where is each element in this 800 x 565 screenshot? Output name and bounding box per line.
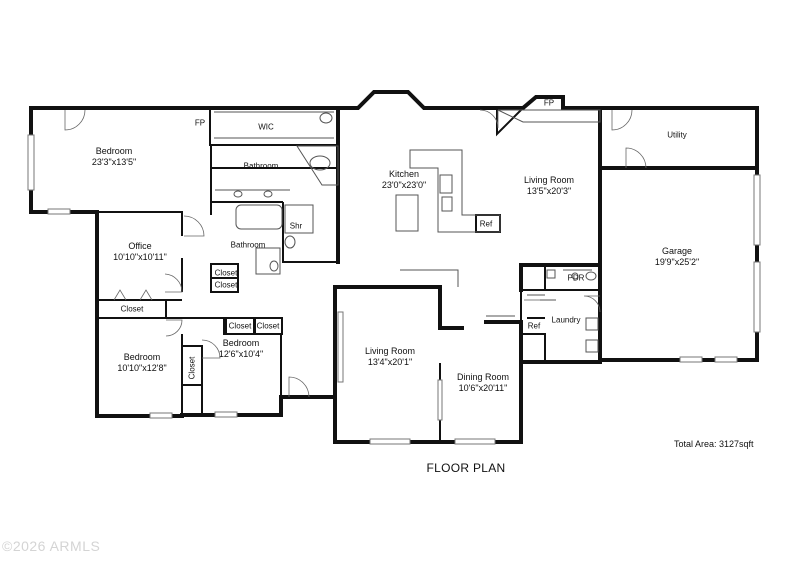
- room-dimensions: 12'6"x10'4": [218, 349, 264, 359]
- laundry-label: Laundry: [551, 315, 581, 325]
- room-dimensions: 10'6"x20'11": [458, 383, 508, 393]
- interior-walls: [96, 107, 601, 442]
- room-dimensions: 23'0"x23'0": [381, 180, 427, 190]
- shower-label: Shr: [289, 221, 303, 231]
- room-name: Kitchen: [388, 169, 420, 179]
- room-label-garage: Garage 19'9"x25'2": [655, 246, 699, 268]
- room-label-dining-room: Dining Room 10'6"x20'11": [457, 372, 509, 394]
- ref-laundry-label: Ref: [527, 321, 541, 331]
- room-name: Office: [128, 241, 152, 251]
- closet-label-c: Closet: [228, 321, 252, 331]
- room-label-kitchen: Kitchen 23'0"x23'0": [382, 169, 426, 191]
- room-label-bedroom-s: Bedroom 12'6"x10'4": [219, 338, 263, 360]
- room-dimensions: 23'3"x13'5": [91, 157, 137, 167]
- closet-label-d: Closet: [256, 321, 280, 331]
- exterior-walls: [29, 90, 759, 444]
- room-name: Garage: [661, 246, 693, 256]
- room-name: Bedroom: [222, 338, 260, 348]
- room-outline-fill: [546, 269, 556, 279]
- room-name: Bedroom: [123, 352, 161, 362]
- wic-label: WIC: [258, 122, 274, 132]
- copyright-watermark: ©2026 ARMLS: [2, 538, 101, 554]
- bathroom-fixtures: [214, 111, 599, 353]
- utility-label: Utility: [667, 130, 687, 140]
- closet-label-b: Closet: [214, 280, 238, 290]
- floor-plan-title: FLOOR PLAN: [426, 461, 506, 475]
- kitchen-counters: [395, 109, 601, 317]
- fireplace-label-left: FP: [194, 118, 206, 128]
- fireplace-label-right: FP: [543, 98, 555, 108]
- room-name: Living Room: [364, 346, 416, 356]
- room-dimensions: 19'9"x25'2": [654, 257, 700, 267]
- doors: [64, 109, 647, 398]
- room-label-office: Office 10'10"x10'11": [113, 241, 167, 263]
- bathroom-upper-label: Bathroom: [243, 161, 279, 171]
- room-dimensions: 13'5"x20'3": [526, 186, 572, 196]
- pdr-label: PDR: [567, 273, 585, 283]
- closet-label-vertical: Closet: [187, 356, 197, 380]
- watermark-text: 2026 ARMLS: [12, 538, 101, 554]
- room-label-bedroom-sw: Bedroom 10'10"x12'8": [117, 352, 166, 374]
- ref-kitchen-label: Ref: [479, 219, 493, 229]
- closet-label-a: Closet: [214, 268, 238, 278]
- room-label-bedroom-main: Bedroom 23'3"x13'5": [92, 146, 136, 168]
- room-name: Living Room: [523, 175, 575, 185]
- room-name: Dining Room: [456, 372, 510, 382]
- closet-label-office: Closet: [120, 304, 144, 314]
- windows: [27, 134, 761, 445]
- bathroom-lower-label: Bathroom: [230, 240, 266, 250]
- room-dimensions: 10'10"x10'11": [113, 252, 167, 262]
- room-dimensions: 13'4"x20'1": [367, 357, 413, 367]
- room-label-living-room-center: Living Room 13'4"x20'1": [365, 346, 415, 368]
- room-dimensions: 10'10"x12'8": [117, 363, 167, 373]
- room-name: Bedroom: [95, 146, 133, 156]
- room-label-living-room-east: Living Room 13'5"x20'3": [524, 175, 574, 197]
- total-area: Total Area: 3127sqft: [674, 439, 754, 449]
